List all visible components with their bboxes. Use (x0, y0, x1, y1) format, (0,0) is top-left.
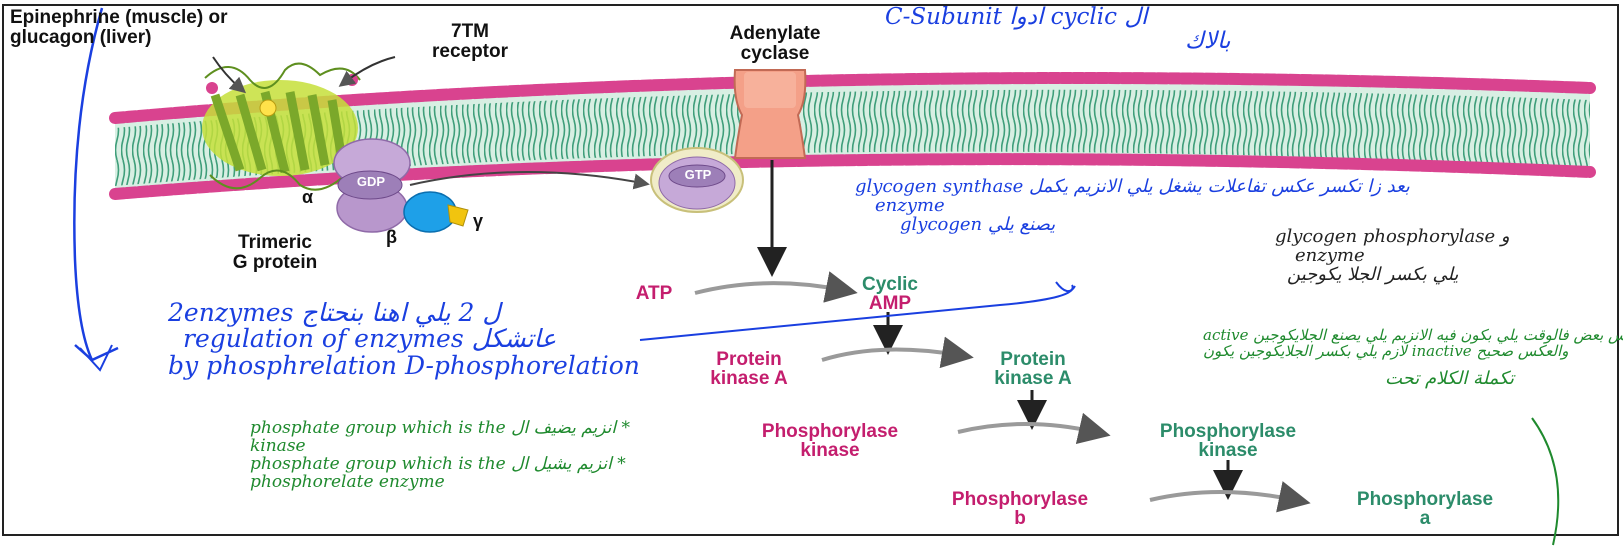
cyclic-amp-line2: AMP (830, 294, 950, 313)
gamma-label: γ (473, 212, 483, 231)
g-protein-label-line2: G protein (190, 253, 360, 273)
adenylate-cyclase (735, 70, 806, 158)
note-green-line2: لازم يلي بكسر الجلايكوجين يكون inactive … (945, 344, 1623, 360)
phosphorylase-b-label: Phosphorylase b (890, 490, 1150, 528)
note-glycogen-phosphorylase: glycogen phosphorylase و enzyme يلي بكسر… (1275, 228, 1510, 285)
note-left-line1: 2enzymes ل 2 يلي اهنا بنحتاج (168, 300, 640, 326)
note-left-line2: regulation of enzymes عاتشكل (168, 326, 640, 352)
note-c-subunit-line1: C-Subunit ادوا cyclic ال (885, 5, 1230, 29)
cyclase-label-line2: cyclase (690, 44, 860, 64)
g-protein-label-line1: Trimeric (190, 233, 360, 253)
phosphorylase-kinase-active-label: Phosphorylase kinase (1098, 422, 1358, 460)
note-left-line4: phosphate group which is the انزيم يضيف … (250, 420, 630, 438)
pka-inactive-label: Protein kinase A (674, 350, 824, 388)
ligand-arrow (213, 57, 240, 88)
beta-label: β (386, 228, 397, 247)
alpha-label: α (302, 188, 313, 207)
phk-inactive-line2: kinase (700, 441, 960, 460)
phosphorylase-a-line1: Phosphorylase (1295, 490, 1555, 509)
ligand-label: Epinephrine (muscle) or glucagon (liver) (10, 8, 227, 48)
phosphorylase-a-line2: a (1295, 509, 1555, 528)
receptor-label-line2: receptor (400, 42, 540, 62)
note-left-line3: by phosphrelation D-phosphorelation (168, 353, 640, 379)
phosphorylase-kinase-inactive-label: Phosphorylase kinase (700, 422, 960, 460)
note-left-kinase: phosphate group which is the انزيم يضيف … (250, 420, 630, 491)
note-left-line6: phosphate group which is the انزيم يشيل … (250, 456, 630, 474)
note-glycogen-phos-line3: يلي بكسر الجلا يكوجين (1275, 266, 1510, 285)
note-c-subunit: C-Subunit ادوا cyclic ال بالاك (885, 5, 1230, 53)
pka-inactive-line1: Protein (674, 350, 824, 369)
gdp-label: GDP (345, 175, 397, 189)
gtp-label: GTP (672, 168, 724, 182)
receptor-label-line1: 7TM (400, 22, 540, 42)
phk-active-line2: kinase (1098, 441, 1358, 460)
cyclase-label: Adenylate cyclase (690, 24, 860, 64)
note-green-explanation: active عكس بعض فالوقت يلي بكون فيه الانز… (945, 328, 1623, 388)
note-left-line7: phosphorelate enzyme (250, 474, 630, 492)
g-protein-label: Trimeric G protein (190, 233, 360, 273)
note-left-line5: kinase (250, 438, 630, 456)
note-glycogen-phos-line2: enzyme (1275, 247, 1510, 266)
ligand-label-line2: glucagon (liver) (10, 28, 227, 48)
phosphorylase-a-label: Phosphorylase a (1295, 490, 1555, 528)
cyclic-amp-line1: Cyclic (830, 275, 950, 294)
cyclase-label-line1: Adenylate (690, 24, 860, 44)
pka-inactive-line2: kinase A (674, 369, 824, 388)
note-c-subunit-line2: بالاك (885, 29, 1230, 53)
phk-active-line1: Phosphorylase (1098, 422, 1358, 441)
receptor-label: 7TM receptor (400, 22, 540, 62)
note-glycogen-synthase-line2: enzyme (855, 197, 1410, 216)
cascade-conversion-arcs (695, 283, 1295, 500)
phk-inactive-line1: Phosphorylase (700, 422, 960, 441)
ligand-label-line1: Epinephrine (muscle) or (10, 8, 227, 28)
phosphorylase-b-line2: b (890, 509, 1150, 528)
cyclic-amp-label: Cyclic AMP (830, 275, 950, 313)
phosphorylase-b-line1: Phosphorylase (890, 490, 1150, 509)
note-left-regulation: 2enzymes ل 2 يلي اهنا بنحتاج regulation … (168, 300, 640, 379)
note-green-line3: تكملة الكلام تحت (945, 360, 1623, 389)
